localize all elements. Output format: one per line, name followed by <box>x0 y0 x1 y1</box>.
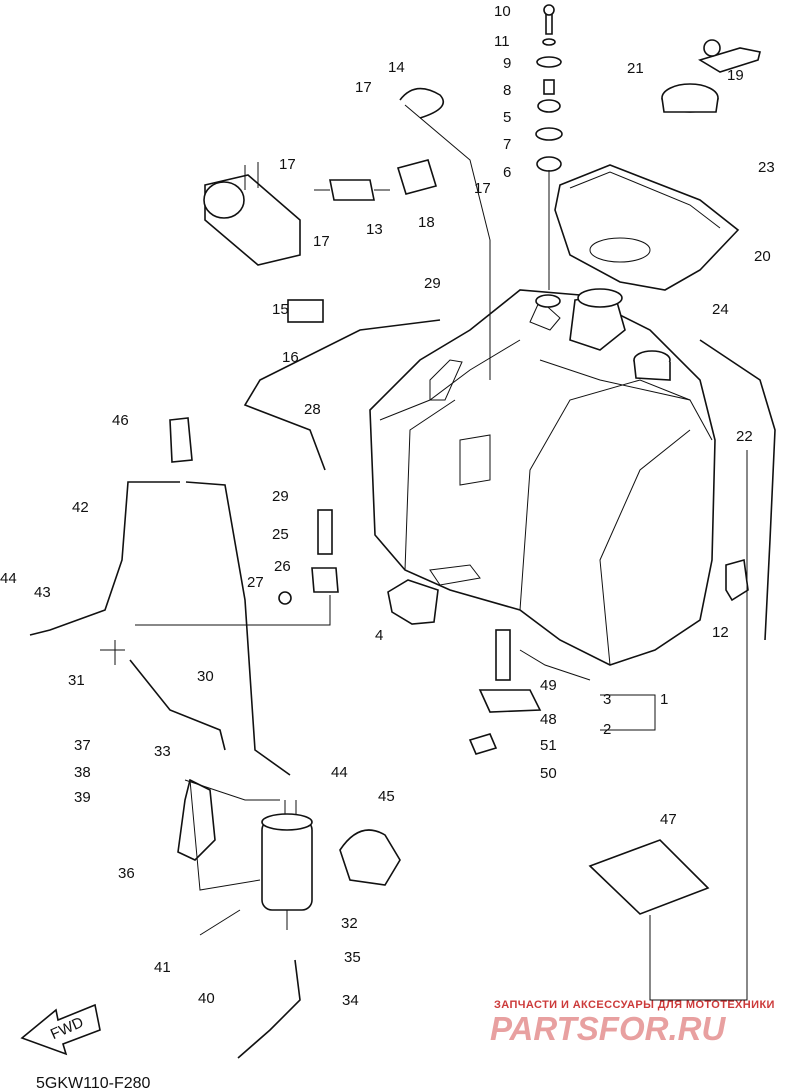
callout-1: 1 <box>660 691 668 708</box>
callout-44a: 44 <box>0 570 17 587</box>
hose-part-18 <box>396 159 438 195</box>
callout-47: 47 <box>660 811 677 828</box>
callout-48: 48 <box>540 711 557 728</box>
damper-part-4 <box>387 579 439 625</box>
callout-20: 20 <box>754 248 771 265</box>
fuel-cap-part-19 <box>661 39 761 113</box>
callout-35: 35 <box>344 949 361 966</box>
callout-5: 5 <box>503 109 511 126</box>
forward-arrow-icon: FWD <box>20 1003 101 1056</box>
label-part-47 <box>588 839 710 915</box>
callout-22: 22 <box>736 428 753 445</box>
fuel-filter-part-32 <box>261 800 313 930</box>
callout-18: 18 <box>418 214 435 231</box>
bracket-part-36 <box>177 778 216 861</box>
callout-45: 45 <box>378 788 395 805</box>
callout-7: 7 <box>503 136 511 153</box>
fuel-tank <box>369 288 716 666</box>
callout-34: 34 <box>342 992 359 1009</box>
hose-part-34 <box>237 959 301 1059</box>
callout-16: 16 <box>282 349 299 366</box>
callout-17d: 17 <box>474 180 491 197</box>
clip-part-46 <box>169 417 193 463</box>
callout-42: 42 <box>72 499 89 516</box>
hose-part-42 <box>29 481 180 636</box>
callout-38: 38 <box>74 764 91 781</box>
callout-labels: 1 2 3 4 5 6 7 8 9 10 11 12 13 14 15 16 1… <box>0 3 775 1009</box>
callout-21: 21 <box>627 60 644 77</box>
callout-36: 36 <box>118 865 135 882</box>
callout-28: 28 <box>304 401 321 418</box>
bracket-part-12 <box>725 558 749 602</box>
storage-tray-part-20 <box>554 164 740 291</box>
callout-24: 24 <box>712 301 729 318</box>
callout-17b: 17 <box>279 156 296 173</box>
callout-2: 2 <box>603 721 611 738</box>
callout-49: 49 <box>540 677 557 694</box>
fuel-sender-part-49 <box>468 629 542 755</box>
callout-6: 6 <box>503 164 511 181</box>
callout-26: 26 <box>274 558 291 575</box>
callout-9: 9 <box>503 55 511 72</box>
charcoal-canister-part-15 <box>203 162 324 323</box>
diagram-code: 5GKW110-F280 <box>36 1075 151 1090</box>
callout-12: 12 <box>712 624 729 641</box>
callout-51: 51 <box>540 737 557 754</box>
callout-46: 46 <box>112 412 129 429</box>
callout-13: 13 <box>366 221 383 238</box>
callout-14: 14 <box>388 59 405 76</box>
callout-50: 50 <box>540 765 557 782</box>
callout-3: 3 <box>603 691 611 708</box>
callout-32: 32 <box>341 915 358 932</box>
bolt-part-27 <box>278 591 292 605</box>
callout-37: 37 <box>74 737 91 754</box>
callout-29a: 29 <box>424 275 441 292</box>
watermark: ЗАПЧАСТИ И АКСЕССУАРЫ ДЛЯ МОТОТЕХНИКИ PA… <box>490 999 775 1047</box>
callout-44b: 44 <box>331 764 348 781</box>
hose-loop-right <box>185 481 291 776</box>
grommet-stack <box>535 4 563 290</box>
callout-8: 8 <box>503 82 511 99</box>
watermark-tagline: ЗАПЧАСТИ И АКСЕССУАРЫ ДЛЯ МОТОТЕХНИКИ <box>494 999 775 1011</box>
hose-part-28 <box>243 319 441 471</box>
callout-30: 30 <box>197 668 214 685</box>
watermark-brand: PARTSFOR.RU <box>490 1010 726 1047</box>
hose-part-22 <box>699 339 776 641</box>
callout-43: 43 <box>34 584 51 601</box>
callout-10: 10 <box>494 3 511 20</box>
bracket-part-26 <box>311 567 339 593</box>
callout-33: 33 <box>154 743 171 760</box>
callout-4: 4 <box>375 627 383 644</box>
callout-11: 11 <box>494 33 510 50</box>
callout-39: 39 <box>74 789 91 806</box>
callout-40: 40 <box>198 990 215 1007</box>
callout-17c: 17 <box>313 233 330 250</box>
callout-29b: 29 <box>272 488 289 505</box>
callout-19: 19 <box>727 67 744 84</box>
callout-41: 41 <box>154 959 171 976</box>
callout-31: 31 <box>68 672 85 689</box>
leader-lines <box>100 104 748 1001</box>
callout-17a: 17 <box>355 79 372 96</box>
callout-27: 27 <box>247 574 264 591</box>
hose-part-30 <box>129 659 226 751</box>
hose-part-14 <box>399 87 445 119</box>
fitting-part-25 <box>317 509 333 555</box>
callout-25: 25 <box>272 526 289 543</box>
cover-part-45 <box>339 829 401 886</box>
callout-23: 23 <box>758 159 775 176</box>
callout-15: 15 <box>272 301 289 318</box>
inline-filter-part-13 <box>314 179 390 201</box>
